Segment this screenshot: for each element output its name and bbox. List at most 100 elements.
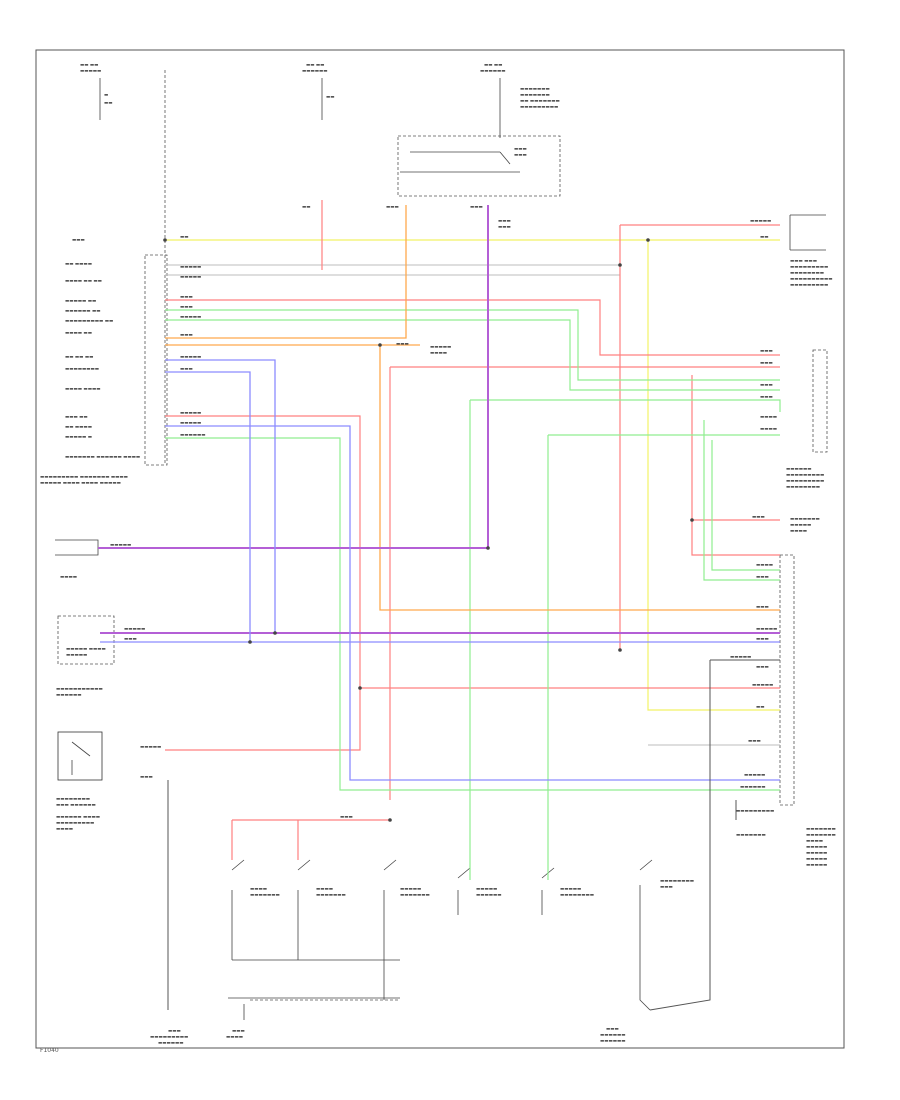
svg-text:▬▬▬▬▬▬▬▬▬: ▬▬▬▬▬▬▬▬▬	[790, 283, 828, 288]
svg-text:▬▬▬▬▬ ▬▬: ▬▬▬▬▬ ▬▬	[65, 299, 96, 304]
svg-text:▬▬▬▬▬: ▬▬▬▬▬	[140, 745, 161, 750]
svg-text:▬▬▬: ▬▬▬	[756, 605, 769, 610]
svg-text:▬: ▬	[104, 93, 108, 98]
svg-text:▬▬▬▬▬▬: ▬▬▬▬▬▬	[302, 69, 328, 74]
svg-text:▬▬: ▬▬	[756, 705, 765, 710]
svg-text:▬▬▬: ▬▬▬	[124, 637, 137, 642]
svg-text:▬▬▬▬▬▬▬▬▬ ▬▬: ▬▬▬▬▬▬▬▬▬ ▬▬	[65, 319, 113, 324]
svg-text:▬▬▬▬▬ ▬▬▬▬ ▬▬▬▬ ▬▬▬▬▬: ▬▬▬▬▬ ▬▬▬▬ ▬▬▬▬ ▬▬▬▬▬	[40, 481, 121, 486]
svg-text:▬▬▬▬ ▬▬: ▬▬▬▬ ▬▬	[65, 331, 92, 336]
svg-text:▬▬▬▬: ▬▬▬▬	[430, 351, 447, 356]
junction-dots	[163, 238, 694, 822]
svg-text:▬▬▬▬▬: ▬▬▬▬▬	[180, 421, 201, 426]
svg-text:▬▬▬: ▬▬▬	[180, 305, 193, 310]
svg-text:▬▬▬ ▬▬▬▬▬▬: ▬▬▬ ▬▬▬▬▬▬	[56, 803, 96, 808]
svg-text:▬▬▬: ▬▬▬	[760, 383, 773, 388]
svg-text:▬▬▬▬▬: ▬▬▬▬▬	[180, 265, 201, 270]
svg-text:▬▬▬▬▬: ▬▬▬▬▬	[806, 857, 827, 862]
svg-text:▬▬▬▬▬▬▬: ▬▬▬▬▬▬▬	[736, 833, 766, 838]
svg-text:▬▬▬▬: ▬▬▬▬	[56, 827, 73, 832]
svg-text:▬▬: ▬▬	[326, 95, 335, 100]
svg-text:▬▬▬: ▬▬▬	[514, 153, 527, 158]
svg-text:▬▬▬▬▬▬▬▬▬: ▬▬▬▬▬▬▬▬▬	[786, 473, 824, 478]
svg-text:▬▬▬▬▬▬▬: ▬▬▬▬▬▬▬	[400, 893, 430, 898]
svg-text:▬▬▬▬▬▬▬▬▬▬▬: ▬▬▬▬▬▬▬▬▬▬▬	[56, 687, 103, 692]
svg-text:▬▬: ▬▬	[180, 235, 189, 240]
svg-text:▬▬▬▬▬▬ ▬▬▬▬: ▬▬▬▬▬▬ ▬▬▬▬	[56, 815, 100, 820]
svg-text:▬▬▬▬▬▬▬▬▬ ▬▬▬▬▬▬▬ ▬▬▬▬: ▬▬▬▬▬▬▬▬▬ ▬▬▬▬▬▬▬ ▬▬▬▬	[40, 475, 128, 480]
svg-text:▬▬▬▬▬▬▬ ▬▬▬▬▬▬ ▬▬▬▬: ▬▬▬▬▬▬▬ ▬▬▬▬▬▬ ▬▬▬▬	[65, 455, 140, 460]
horn-component: ▬▬▬▬	[55, 539, 99, 580]
svg-text:▬▬▬▬: ▬▬▬▬	[760, 415, 777, 420]
svg-text:▬▬▬▬▬: ▬▬▬▬▬	[752, 683, 773, 688]
svg-text:▬▬▬: ▬▬▬	[386, 205, 399, 210]
svg-text:▬▬▬: ▬▬▬	[760, 395, 773, 400]
svg-text:▬▬▬▬: ▬▬▬▬	[756, 563, 773, 568]
svg-text:▬▬▬▬▬: ▬▬▬▬▬	[806, 845, 827, 850]
svg-text:▬▬▬▬▬▬: ▬▬▬▬▬▬	[600, 1033, 626, 1038]
multiplex-control-unit: ▬▬ ▬▬▬▬ ▬▬▬▬ ▬▬ ▬▬ ▬▬▬▬▬ ▬▬ ▬▬▬▬▬▬ ▬▬ ▬▬…	[40, 238, 168, 486]
svg-text:▬▬▬: ▬▬▬	[756, 575, 769, 580]
svg-text:▬▬▬▬▬ ▬: ▬▬▬▬▬ ▬	[65, 435, 92, 440]
svg-text:▬▬▬: ▬▬▬	[140, 775, 153, 780]
red-wire	[165, 200, 780, 860]
svg-text:▬▬▬▬▬▬▬▬: ▬▬▬▬▬▬▬▬	[790, 271, 824, 276]
fuse-group-left: ▬▬ ▬▬ ▬▬▬▬▬ ▬ ▬▬	[80, 63, 166, 465]
svg-text:▬▬▬▬ ▬▬ ▬▬: ▬▬▬▬ ▬▬ ▬▬	[65, 279, 102, 284]
svg-text:▬▬▬▬: ▬▬▬▬	[316, 887, 333, 892]
svg-text:▬▬▬ ▬▬: ▬▬▬ ▬▬	[65, 415, 88, 420]
svg-text:▬▬▬: ▬▬▬	[180, 333, 193, 338]
svg-text:▬▬▬▬▬ ▬▬▬▬: ▬▬▬▬▬ ▬▬▬▬	[66, 647, 106, 652]
svg-text:▬▬▬▬▬▬: ▬▬▬▬▬▬	[480, 69, 506, 74]
svg-text:▬▬▬▬▬▬▬: ▬▬▬▬▬▬▬	[316, 893, 346, 898]
under-dash-connector: ▬▬▬▬▬▬▬▬▬ ▬▬▬▬▬▬▬ ▬▬▬▬▬▬▬ ▬▬▬▬▬▬▬ ▬▬▬▬ ▬…	[736, 517, 836, 868]
svg-text:▬▬ ▬▬: ▬▬ ▬▬	[484, 63, 502, 68]
svg-text:▬▬▬▬▬: ▬▬▬▬▬	[806, 851, 827, 856]
ground-wire	[167, 659, 780, 1011]
svg-text:▬▬▬▬▬▬▬▬▬: ▬▬▬▬▬▬▬▬▬	[520, 105, 558, 110]
svg-text:▬▬▬▬▬: ▬▬▬▬▬	[430, 345, 451, 350]
svg-text:▬▬ ▬▬ ▬▬: ▬▬ ▬▬ ▬▬	[65, 355, 93, 360]
svg-text:▬▬▬▬: ▬▬▬▬	[250, 887, 267, 892]
svg-text:▬▬▬▬: ▬▬▬▬	[806, 839, 823, 844]
svg-text:▬▬▬▬: ▬▬▬▬	[226, 1035, 243, 1040]
svg-text:▬▬▬▬▬▬: ▬▬▬▬▬▬	[740, 785, 766, 790]
svg-text:▬▬▬: ▬▬▬	[168, 1029, 181, 1034]
svg-text:▬▬▬: ▬▬▬	[498, 219, 511, 224]
svg-text:▬▬▬▬▬▬▬▬▬: ▬▬▬▬▬▬▬▬▬	[150, 1035, 188, 1040]
svg-text:▬▬▬▬▬▬▬: ▬▬▬▬▬▬▬	[520, 93, 550, 98]
diagram-frame	[35, 49, 845, 1049]
door-switches: ▬▬▬ ▬▬▬▬ ▬▬▬▬ ▬▬▬▬▬▬▬ ▬▬▬▬ ▬▬▬▬▬▬▬ ▬▬▬▬▬…	[150, 859, 594, 1046]
svg-text:▬▬▬▬▬▬▬▬▬: ▬▬▬▬▬▬▬▬▬	[786, 479, 824, 484]
svg-text:▬▬▬▬▬▬▬▬▬: ▬▬▬▬▬▬▬▬▬	[790, 265, 828, 270]
hood-switch: ▬▬▬▬▬▬▬▬ ▬▬▬ ▬▬▬ ▬▬▬▬▬▬ ▬▬▬▬▬▬	[600, 859, 694, 1044]
combination-switch: ▬▬▬▬▬ ▬▬▬▬ ▬▬▬▬▬ ▬▬▬▬▬▬▬▬▬▬▬ ▬▬▬▬▬▬	[56, 615, 115, 698]
yellow-wire	[165, 239, 780, 711]
svg-text:▬▬▬▬▬: ▬▬▬▬▬	[750, 219, 771, 224]
svg-text:▬▬▬▬▬▬▬: ▬▬▬▬▬▬▬	[790, 517, 820, 522]
orange-wire	[165, 205, 780, 611]
svg-text:▬▬▬▬▬: ▬▬▬▬▬	[110, 543, 131, 548]
svg-text:▬▬▬▬▬▬: ▬▬▬▬▬▬	[158, 1041, 184, 1046]
svg-text:▬▬▬▬▬▬▬▬: ▬▬▬▬▬▬▬▬	[560, 893, 594, 898]
svg-text:▬▬▬▬▬▬: ▬▬▬▬▬▬	[56, 693, 82, 698]
svg-text:▬▬▬: ▬▬▬	[760, 361, 773, 366]
svg-text:▬▬▬▬ ▬▬▬▬: ▬▬▬▬ ▬▬▬▬	[65, 387, 100, 392]
svg-text:▬▬▬▬▬▬: ▬▬▬▬▬▬	[476, 893, 502, 898]
svg-text:▬▬▬▬▬▬▬▬: ▬▬▬▬▬▬▬▬	[786, 485, 820, 490]
wire-color-labels: ▬▬ ▬▬▬▬▬ ▬▬▬▬▬ ▬▬▬ ▬▬▬ ▬▬▬▬▬ ▬▬▬ ▬▬▬▬▬ ▬…	[110, 205, 777, 820]
svg-text:▬▬▬▬: ▬▬▬▬	[790, 529, 807, 534]
svg-text:▬▬▬▬▬: ▬▬▬▬▬	[560, 887, 581, 892]
svg-text:▬▬▬: ▬▬▬	[180, 295, 193, 300]
svg-text:▬▬▬: ▬▬▬	[760, 349, 773, 354]
svg-text:▬▬ ▬▬: ▬▬ ▬▬	[80, 63, 98, 68]
svg-text:▬▬ ▬▬▬▬▬▬▬: ▬▬ ▬▬▬▬▬▬▬	[520, 99, 560, 104]
svg-text:▬▬▬: ▬▬▬	[72, 238, 85, 243]
svg-text:▬▬▬▬▬▬: ▬▬▬▬▬▬	[786, 467, 812, 472]
svg-text:▬▬▬▬▬▬▬▬▬: ▬▬▬▬▬▬▬▬▬	[736, 809, 774, 814]
svg-text:▬▬▬: ▬▬▬	[756, 637, 769, 642]
svg-text:▬▬ ▬▬▬▬: ▬▬ ▬▬▬▬	[65, 425, 92, 430]
svg-text:▬▬▬▬▬▬▬▬: ▬▬▬▬▬▬▬▬	[56, 797, 90, 802]
fuse-group-right: ▬▬ ▬▬ ▬▬▬▬▬▬ ▬▬▬▬▬▬▬ ▬▬▬▬▬▬▬ ▬▬ ▬▬▬▬▬▬▬ …	[397, 63, 561, 230]
